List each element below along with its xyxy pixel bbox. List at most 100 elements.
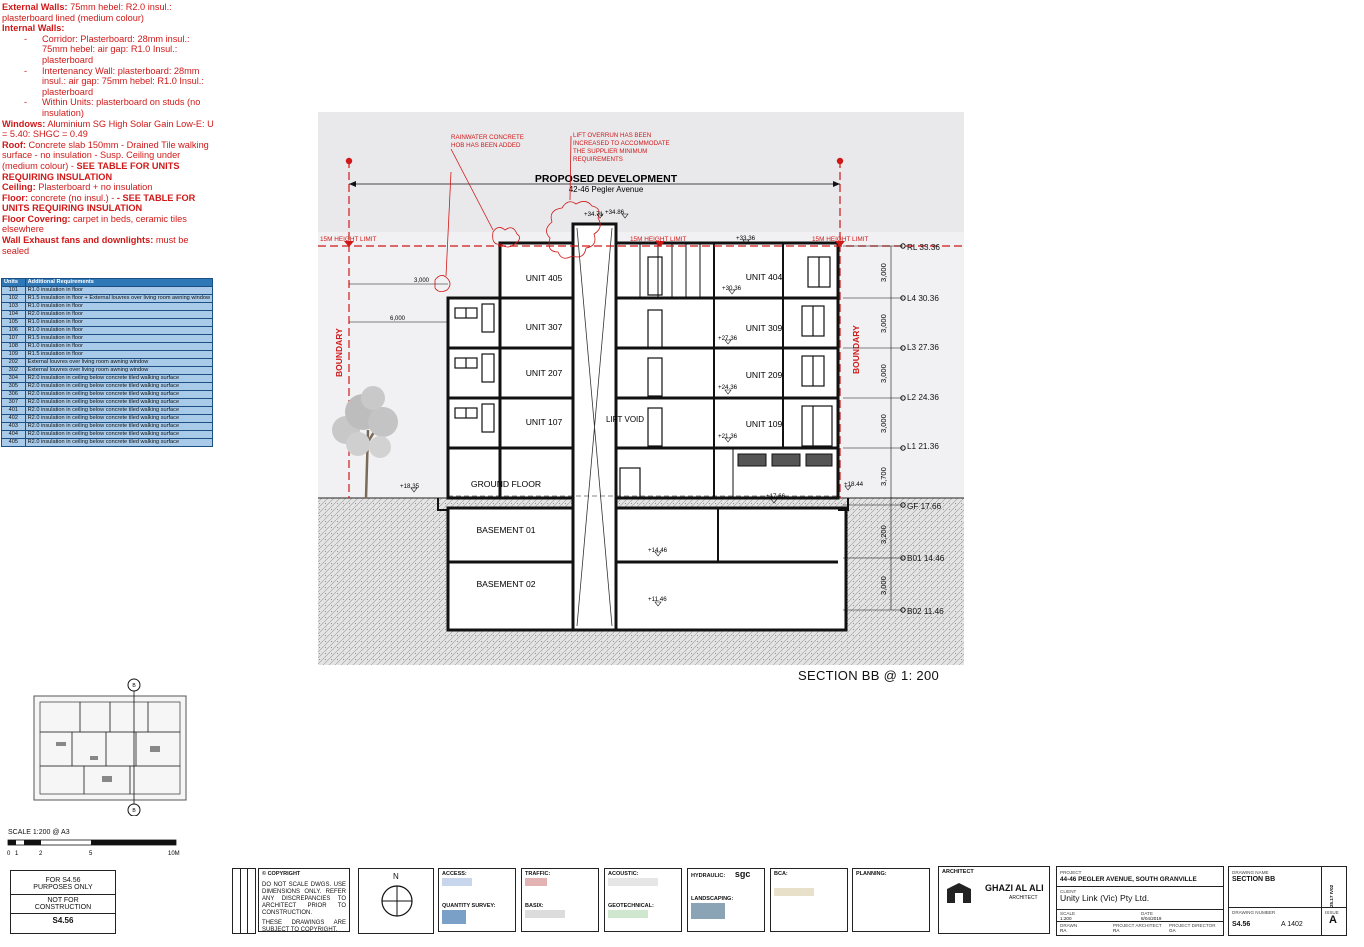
- architect-sub: ARCHITECT: [1009, 895, 1038, 901]
- floor-height: 3,700: [879, 467, 888, 486]
- spot-level: +30.36: [722, 285, 742, 292]
- consultant-label: ACOUSTIC:: [608, 871, 639, 877]
- consultant-block: HYDRAULIC: sgc LANDSCAPING:: [687, 868, 765, 932]
- note-text: Plasterboard + no insulation: [35, 182, 153, 193]
- unit-cell: 108: [1, 342, 26, 351]
- rainwater-note: RAINWATER CONCRETE: [451, 134, 524, 141]
- consultant-block: ACOUSTIC: GEOTECHNICAL:: [604, 868, 682, 932]
- requirement-cell: R1.0 insulation in floor: [24, 318, 214, 327]
- unit-cell: 307: [1, 398, 26, 407]
- tree-illustration: [332, 386, 398, 499]
- level-marker: L3 27.36: [907, 343, 939, 352]
- requirement-cell: R1.5 insulation in floor + External louv…: [24, 294, 214, 303]
- north-point-block: N: [358, 868, 434, 934]
- level-marker: RL 33.36: [907, 243, 940, 252]
- consultant-logo-icon: [774, 888, 814, 896]
- boundary-label: BOUNDARY: [851, 325, 861, 374]
- architect-logo-icon: [947, 883, 971, 903]
- scale-tick: 0: [7, 851, 11, 857]
- drawing-name: SECTION BB: [1232, 876, 1276, 883]
- requirement-cell: R1.5 insulation in floor: [24, 334, 214, 343]
- unit-cell: 404: [1, 430, 26, 439]
- specification-notes: External Walls: 75mm hebel: R2.0 insul.:…: [2, 2, 217, 256]
- unit-label: UNIT 307: [526, 322, 563, 332]
- field-value: 1:200: [1060, 916, 1072, 921]
- scale-label: SCALE 1:200 @ A3: [8, 829, 70, 836]
- requirement-cell: R2.0 insulation in floor: [24, 310, 214, 319]
- lift-note: REQUIREMENTS: [573, 156, 623, 163]
- basement-label: BASEMENT 02: [476, 579, 535, 589]
- field-label: DRAWN: [1060, 923, 1078, 928]
- stamp-line: PURPOSES ONLY: [33, 884, 93, 891]
- unit-label: UNIT 107: [526, 417, 563, 427]
- consultant-block: BCA:: [770, 868, 848, 932]
- height-limit-label: 15M HEIGHT LIMIT: [630, 236, 686, 243]
- unit-cell: 102: [1, 294, 26, 303]
- spot-level: +21.36: [718, 433, 738, 440]
- spot-level: +34.86: [605, 209, 625, 216]
- lift-note: THE SUPPLIER MINIMUM: [573, 148, 647, 155]
- note-label: Internal Walls:: [2, 23, 65, 34]
- table-header: Additional Requirements: [24, 278, 214, 287]
- field-label: ISSUE: [1325, 910, 1339, 915]
- unit-cell: 306: [1, 390, 26, 399]
- table-header: Units: [1, 278, 26, 287]
- requirement-cell: External louvres over living room awning…: [24, 366, 214, 375]
- requirement-cell: External louvres over living room awning…: [24, 358, 214, 367]
- unit-cell: 105: [1, 318, 26, 327]
- field-label: DATE: [1141, 911, 1153, 916]
- consultant-label: TRAFFIC:: [525, 871, 551, 877]
- drawing-size-strip: [118, 868, 126, 932]
- revision-strip: [232, 868, 256, 934]
- basement-label: BASEMENT 01: [476, 525, 535, 535]
- note-text: must be sealed: [2, 235, 189, 256]
- north-label: N: [393, 872, 399, 881]
- requirement-cell: R2.0 insulation in ceiling below concret…: [24, 406, 214, 415]
- consultant-block: ACCESS: QUANTITY SURVEY:: [438, 868, 516, 932]
- field-label: DRAWING NUMBER: [1232, 910, 1276, 915]
- lift-note: INCREASED TO ACCOMMODATE: [573, 140, 670, 147]
- scale-tick: 1: [15, 851, 19, 857]
- consultant-logo-icon: [608, 878, 658, 886]
- unit-cell: 405: [1, 438, 26, 447]
- section-drawing: PROPOSED DEVELOPMENT 42-46 Pegler Avenue…: [318, 112, 964, 665]
- unit-cell: 104: [1, 310, 26, 319]
- drawing-number: A 1402: [1281, 921, 1303, 928]
- spot-level: +17.66: [766, 493, 786, 500]
- note-item: Corridor: Plasterboard: 28mm insul.: 75m…: [2, 34, 217, 66]
- height-limit-label: 15M HEIGHT LIMIT: [320, 236, 376, 243]
- note-text: concrete (no insul.) -: [28, 192, 115, 203]
- consultant-label: PLANNING:: [856, 871, 887, 877]
- field-label: CLIENT: [1060, 889, 1077, 894]
- scale-tick: 5: [89, 851, 93, 857]
- drawing-code: S4.56: [1232, 921, 1251, 928]
- unit-cell: 401: [1, 406, 26, 415]
- consultant-label: HYDRAULIC:: [691, 873, 726, 879]
- key-plan: B B: [33, 678, 187, 816]
- field-value: GA: [1169, 928, 1176, 933]
- development-address: 42-46 Pegler Avenue: [569, 185, 644, 194]
- unit-label: UNIT 209: [746, 370, 783, 380]
- lift-void-label: LIFT VOID: [606, 415, 644, 424]
- note-text: carpet in beds, ceramic tiles elsewhere: [2, 213, 187, 235]
- lift-note: LIFT OVERRUN HAS BEEN: [573, 132, 651, 139]
- stamp-code: S4.56: [11, 913, 115, 925]
- consultant-logo-icon: [608, 910, 648, 918]
- architect-label: ARCHITECT: [942, 869, 974, 875]
- unit-cell: 109: [1, 350, 26, 359]
- requirement-cell: R2.0 insulation in ceiling below concret…: [24, 398, 214, 407]
- consultant-label: BCA:: [774, 871, 788, 877]
- unit-cell: 403: [1, 422, 26, 431]
- svg-text:B: B: [132, 683, 136, 689]
- consultant-block: PLANNING:: [852, 868, 930, 932]
- spot-level: +27.36: [718, 335, 738, 342]
- project-number: 25.17 IV02: [1329, 884, 1334, 907]
